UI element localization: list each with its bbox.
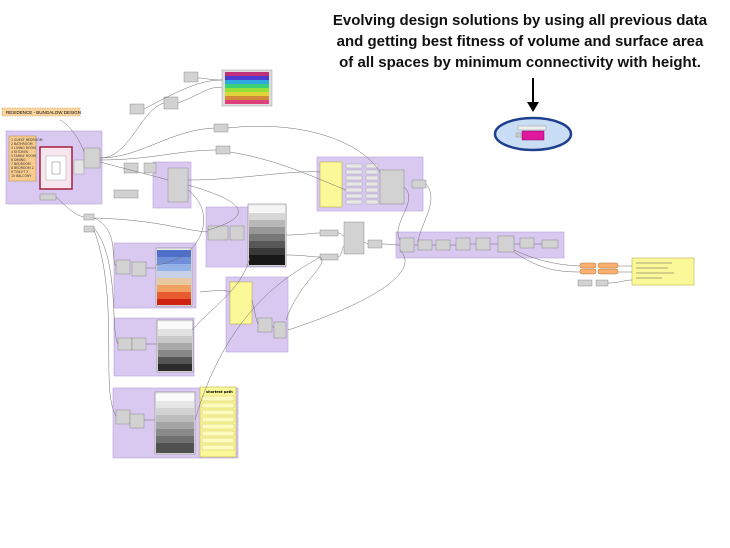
project-title-label: RESIDENCE - BUNGALOW DESIGN [1, 107, 81, 117]
down-arrow-icon [527, 78, 539, 112]
orange-sliders [579, 262, 619, 275]
highlight-ellipse [493, 116, 573, 152]
caption-line-3: of all spaces by minimum connectivity wi… [339, 54, 701, 71]
space-item: 8 BEDROOM 2 [11, 166, 34, 170]
project-title-text: RESIDENCE - BUNGALOW DESIGN [6, 110, 81, 115]
space-item: 9 TOILET 3 [11, 170, 28, 174]
space-list-panel: 1 GUEST BEDROOM 2 BATHROOM 3 LIVING ROOM… [8, 135, 85, 190]
caption: Evolving design solutions by using all p… [300, 10, 730, 73]
space-item: 10 BALCONY [11, 174, 31, 178]
component-nodes [39, 71, 609, 429]
space-item: 5 FAMILY ROOM [11, 154, 36, 158]
shortest-path-rows [201, 395, 235, 451]
grey-gradient-list-top [247, 203, 287, 267]
fitness-result-panel [631, 257, 695, 286]
connectivity-grey-list [154, 391, 196, 455]
color-gradient-list [155, 247, 193, 307]
space-item: 4 KITCHEN [11, 150, 28, 154]
area-yellow-panel [319, 161, 343, 208]
space-item: 3 LIVING ROOM [11, 146, 36, 150]
wires [55, 77, 633, 421]
caption-line-2: and getting best fitness of volume and s… [336, 33, 704, 50]
component-groups [5, 130, 565, 459]
space-item: 2 BATHROOM [11, 142, 33, 146]
grey-gradient-list-mid [156, 319, 194, 373]
fitness-text-lines [636, 262, 674, 279]
space-item: 7 BEDROOM [11, 162, 31, 166]
space-item: 1 GUEST BEDROOM [11, 138, 43, 142]
shortest-path-header: shortest path [206, 390, 233, 394]
area-value-cells [345, 163, 379, 205]
space-item: 6 DINING [11, 158, 26, 162]
rainbow-gradient-panel [221, 69, 273, 107]
caption-line-1: Evolving design solutions by using all p… [332, 12, 708, 29]
